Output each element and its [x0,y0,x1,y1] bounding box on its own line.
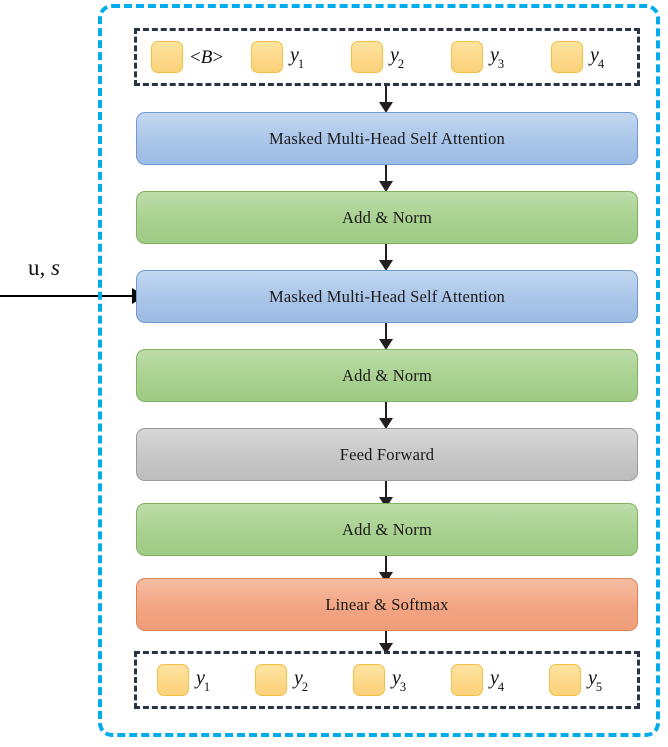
encoder-input-label: u, s [28,255,60,281]
input-token-item-3: y3 [451,41,505,73]
token-label-output-1: y2 [294,667,309,695]
stage-add-norm-3[interactable]: Add & Norm [136,503,638,556]
stage-label: Add & Norm [342,519,432,539]
decoder-input-token-strip: <B> y1 y2 y3 y4 [134,28,640,86]
arrow-softmax-to-output [379,631,393,654]
stage-label: Add & Norm [342,207,432,227]
output-token-item-4: y5 [549,664,603,696]
token-label-output-3: y4 [490,667,505,695]
input-token-item-1: y1 [251,41,305,73]
arrow-attn1-to-norm1 [379,165,393,192]
token-box-input-1 [251,41,283,73]
stage-label: Add & Norm [342,365,432,385]
arrow-norm1-to-attn2 [379,244,393,271]
token-box-output-1 [255,664,287,696]
token-label-output-0: y1 [196,667,211,695]
token-box-output-3 [451,664,483,696]
token-label-input-1: y1 [290,44,305,72]
token-box-output-2 [353,664,385,696]
arrow-norm3-to-softmax [379,556,393,583]
token-box-input-0 [151,41,183,73]
token-label-input-4: y4 [590,44,605,72]
input-token-item-0: <B> [151,41,223,73]
arrow-norm2-to-ff [379,402,393,429]
output-token-item-1: y2 [255,664,309,696]
token-box-output-0 [157,664,189,696]
encoder-input-label-italic: s [51,255,60,280]
token-label-input-3: y3 [490,44,505,72]
output-token-item-0: y1 [157,664,211,696]
output-token-item-3: y4 [451,664,505,696]
input-token-item-2: y2 [351,41,405,73]
token-label-output-2: y3 [392,667,407,695]
decoder-boundary [98,4,660,737]
stage-masked-multi-head-self-attention-2[interactable]: Masked Multi-Head Self Attention [136,270,638,323]
token-label-input-0: <B> [190,46,224,68]
stage-linear-softmax[interactable]: Linear & Softmax [136,578,638,631]
stage-add-norm-2[interactable]: Add & Norm [136,349,638,402]
token-label-input-2: y2 [390,44,405,72]
token-label-output-4: y5 [588,667,603,695]
decoder-output-token-strip: y1 y2 y3 y4 y5 [134,651,640,709]
arrow-input-to-attn1 [379,86,393,113]
input-token-item-4: y4 [551,41,605,73]
stage-label: Feed Forward [339,444,435,464]
stage-label: Linear & Softmax [325,594,449,614]
stage-masked-multi-head-self-attention-1[interactable]: Masked Multi-Head Self Attention [136,112,638,165]
token-box-input-2 [351,41,383,73]
arrow-ff-to-norm3 [379,481,393,508]
token-box-output-4 [549,664,581,696]
arrow-attn2-to-norm2 [379,323,393,350]
stage-label: Masked Multi-Head Self Attention [269,128,505,148]
token-box-input-4 [551,41,583,73]
encoder-input-label-plain: u, [28,255,46,280]
token-box-input-3 [451,41,483,73]
stage-label: Masked Multi-Head Self Attention [269,286,505,306]
output-token-item-2: y3 [353,664,407,696]
stage-feed-forward[interactable]: Feed Forward [136,428,638,481]
stage-add-norm-1[interactable]: Add & Norm [136,191,638,244]
